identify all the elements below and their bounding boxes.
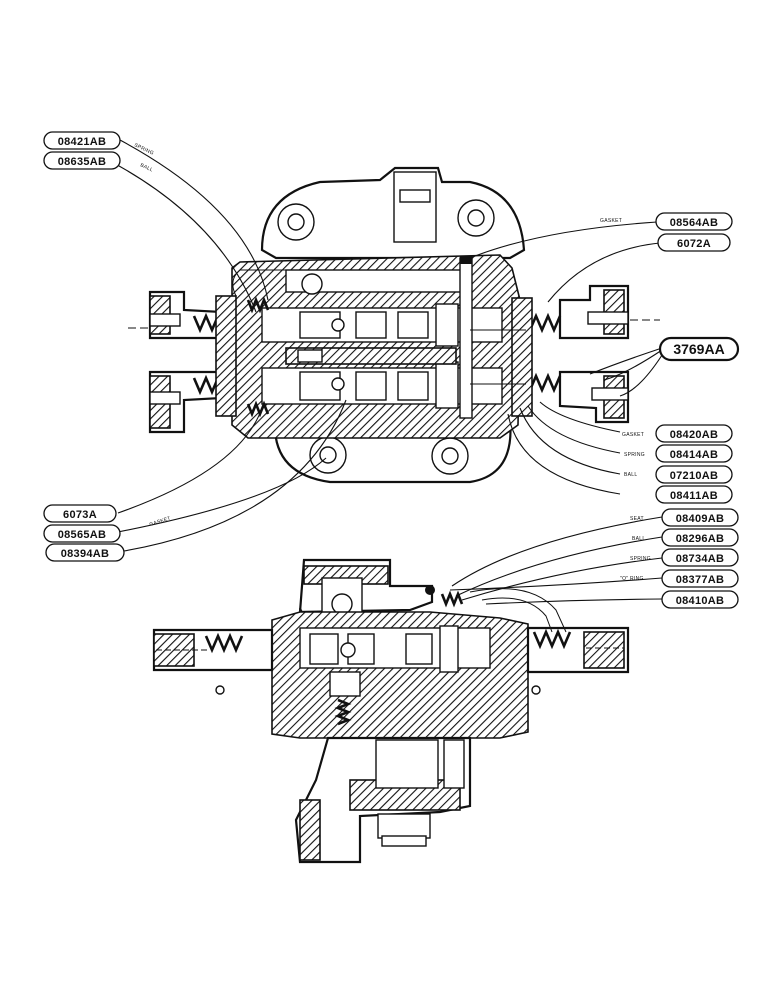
descriptor-seat: SEAT bbox=[630, 516, 644, 522]
callout-08734AB: 08734AB bbox=[661, 548, 739, 567]
svg-text:08420AB: 08420AB bbox=[670, 429, 719, 441]
svg-text:08421AB: 08421AB bbox=[58, 136, 107, 148]
svg-text:08394AB: 08394AB bbox=[61, 548, 110, 560]
descriptor-ball-lower: BALL bbox=[632, 536, 645, 542]
callout-08420AB: 08420AB bbox=[655, 424, 733, 443]
callout-08296AB: 08296AB bbox=[661, 528, 739, 547]
descriptor-ball-upper-left: BALL bbox=[139, 162, 154, 173]
callout-08421AB: 08421AB bbox=[43, 131, 121, 150]
callout-08394AB: 08394AB bbox=[45, 543, 125, 562]
callout-6073A: 6073A bbox=[43, 504, 117, 523]
callout-08635AB: 08635AB bbox=[43, 151, 121, 170]
svg-text:08411AB: 08411AB bbox=[670, 490, 718, 502]
svg-text:08410AB: 08410AB bbox=[676, 595, 725, 607]
callout-08564AB: 08564AB bbox=[655, 212, 733, 231]
svg-text:08565AB: 08565AB bbox=[58, 529, 107, 541]
callout-3769AA: 3769AA bbox=[658, 336, 740, 362]
callout-08377AB: 08377AB bbox=[661, 569, 739, 588]
leader-lines bbox=[109, 139, 665, 605]
svg-text:08409AB: 08409AB bbox=[676, 513, 725, 525]
svg-text:6073A: 6073A bbox=[63, 509, 97, 521]
descriptor-spring-lower: SPRING bbox=[630, 556, 651, 562]
callout-08411AB: 08411AB bbox=[655, 485, 733, 504]
svg-text:08377AB: 08377AB bbox=[676, 574, 725, 586]
svg-text:08564AB: 08564AB bbox=[670, 217, 719, 229]
lower-valve-assembly bbox=[152, 558, 630, 864]
callout-07210AB: 07210AB bbox=[655, 465, 733, 484]
callout-08565AB: 08565AB bbox=[43, 524, 121, 543]
descriptor-o-ring: "O" RING bbox=[620, 576, 644, 582]
callout-08410AB: 08410AB bbox=[661, 590, 739, 609]
svg-text:08414AB: 08414AB bbox=[670, 449, 719, 461]
descriptor-gasket-right: GASKET bbox=[622, 432, 644, 438]
callout-08409AB: 08409AB bbox=[661, 508, 739, 527]
svg-text:3769AA: 3769AA bbox=[673, 341, 724, 357]
descriptor-gasket-bottom: GASKET bbox=[149, 515, 172, 528]
svg-text:6072A: 6072A bbox=[677, 238, 711, 250]
descriptor-ball-right: BALL bbox=[624, 472, 637, 478]
upper-valve-assembly bbox=[128, 166, 660, 484]
callout-6072A: 6072A bbox=[657, 233, 731, 252]
callout-08414AB: 08414AB bbox=[655, 444, 733, 463]
svg-text:08635AB: 08635AB bbox=[58, 156, 107, 168]
svg-text:08734AB: 08734AB bbox=[676, 553, 725, 565]
descriptor-gasket-top: GASKET bbox=[600, 218, 622, 224]
svg-text:08296AB: 08296AB bbox=[676, 533, 725, 545]
descriptor-spring-right: SPRING bbox=[624, 452, 645, 458]
svg-text:07210AB: 07210AB bbox=[670, 470, 719, 482]
